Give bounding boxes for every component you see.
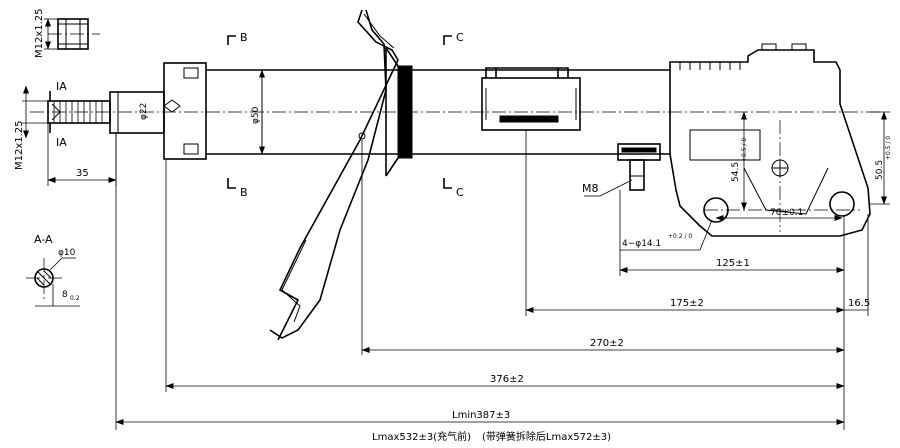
section-c-top: C [456,31,464,44]
dim-125: 125±1 [716,258,750,269]
section-b-bottom: B [240,186,248,199]
hole-spacing-label: 70±0.1 [770,208,803,218]
dim-lmin: Lmin387±3 [452,410,510,421]
dim-35: 35 [76,168,89,179]
tol-8-sub: 0.2 [70,295,80,302]
strut-body: φ50 [30,9,892,341]
height-545-label: 54.5 [731,162,741,182]
dim-lmax: Lmax532±3(充气前) [372,430,471,443]
section-a-top: IA [56,80,67,93]
dim-lmax-spring: (带弹簧拆除后Lmax572±3) [482,430,611,443]
dia-50-label: φ50 [251,106,261,124]
section-aa: A-A φ10 8 0.2 [26,233,80,307]
dim-175: 175±2 [670,298,704,309]
tol-8-label: 8 [62,290,68,300]
section-c-bottom: C [456,186,464,199]
section-b-top: B [240,31,248,44]
holes-label: 4−φ14.1 [622,239,661,249]
nut-detail: M12x1.25 [34,8,100,58]
rod-end: IA IA M12x1.25 35 φ22 [14,80,165,186]
dim-165: 16.5 [848,298,870,309]
holes-tol: +0.2 / 0 [668,233,692,240]
section-aa-title: A-A [34,233,53,246]
dimension-chain: 125±1 175±2 16.5 270±2 376±2 Lmin387±3 L… [115,130,870,443]
thread-top-label: M12x1.25 [34,8,45,58]
height-505-label: 50.5 [875,160,885,180]
height-505-tol: +0.5 / 0 [885,136,892,160]
thread-rod-label: M12x1.25 [14,120,25,170]
section-a-bottom: IA [56,136,67,149]
dim-270: 270±2 [590,338,624,349]
height-545-tol: +0.5 / 0 [741,138,748,162]
bolt-m8-label: M8 [582,182,599,195]
dia-10-label: φ10 [58,248,76,258]
section-marks: B B C C [227,31,464,199]
dia-22-label: φ22 [139,103,149,120]
dim-376: 376±2 [490,374,524,385]
